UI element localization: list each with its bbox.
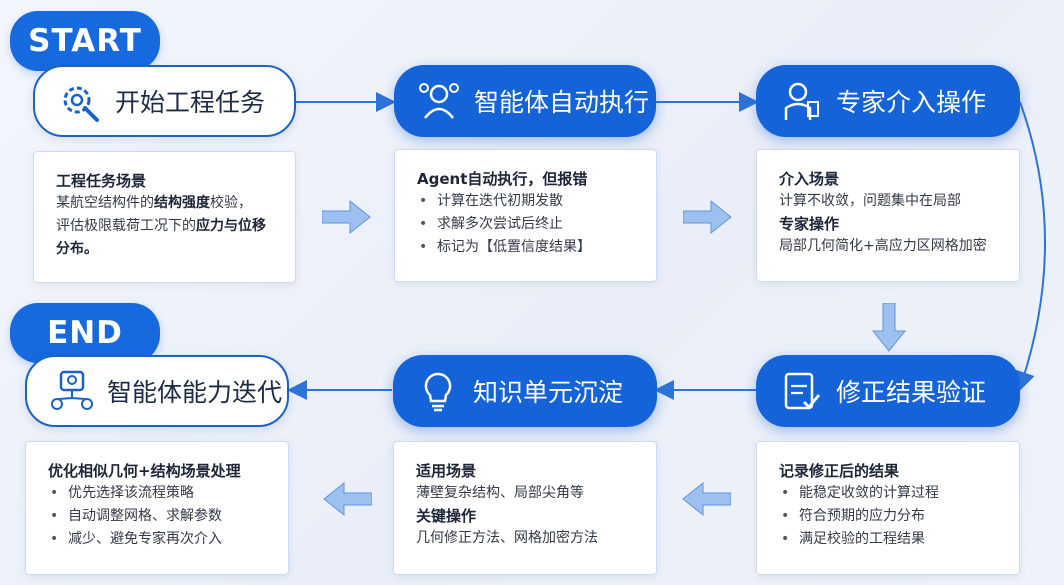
step5-header: 知识单元沉淀 bbox=[393, 355, 657, 427]
capability-icon bbox=[51, 370, 93, 410]
step6-card: 优化相似几何+结构场景处理 优先选择该流程策略 自动调整网格、求解参数 减少、避… bbox=[25, 441, 289, 575]
chevron-down-arrow bbox=[871, 303, 907, 352]
step1-card: 工程任务场景 某航空结构件的结构强度校验， 评估极限载荷工况下的应力与位移分布。 bbox=[33, 151, 296, 283]
step3-heading-2: 专家操作 bbox=[779, 215, 840, 233]
step3-header: 专家介入操作 bbox=[756, 65, 1020, 137]
step3-heading-1: 介入场景 bbox=[779, 170, 840, 188]
step3-card: 介入场景 计算不收敛，问题集中在局部 专家操作 局部几何简化+高应力区网格加密 bbox=[756, 149, 1020, 282]
step4-heading: 记录修正后的结果 bbox=[779, 462, 900, 480]
agent-icon bbox=[419, 83, 459, 119]
step6-list: 优先选择该流程策略 自动调整网格、求解参数 减少、避免专家再次介入 bbox=[48, 482, 268, 551]
list-item: 自动调整网格、求解参数 bbox=[48, 505, 268, 528]
step2-title: 智能体自动执行 bbox=[474, 88, 650, 117]
chevron-right-arrow-1 bbox=[322, 199, 371, 235]
step2-card: Agent自动执行，但报错 计算在迭代初期发散 求解多次尝试后终止 标记为【低置… bbox=[394, 149, 657, 282]
step5-heading-2: 关键操作 bbox=[416, 507, 477, 525]
step2-heading: Agent自动执行，但报错 bbox=[417, 170, 588, 188]
list-item: 求解多次尝试后终止 bbox=[417, 213, 636, 236]
expert-icon bbox=[784, 82, 819, 120]
arrow-s3-s4 bbox=[1015, 101, 1046, 392]
step3-text-2: 局部几何简化+高应力区网格加密 bbox=[779, 238, 987, 254]
step4-list: 能稳定收敛的计算过程 符合预期的应力分布 满足校验的工程结果 bbox=[779, 482, 999, 551]
step5-text-1: 薄壁复杂结构、局部尖角等 bbox=[416, 485, 584, 501]
list-item: 能稳定收敛的计算过程 bbox=[779, 482, 999, 505]
chevron-left-arrow-2 bbox=[323, 481, 372, 517]
step1-title: 开始工程任务 bbox=[115, 88, 266, 117]
step2-header: 智能体自动执行 bbox=[394, 65, 656, 137]
step5-title: 知识单元沉淀 bbox=[473, 378, 624, 407]
chevron-right-arrow-2 bbox=[683, 199, 732, 235]
step4-title: 修正结果验证 bbox=[836, 378, 987, 407]
step1-text: 某航空结构件的结构强度校验， 评估极限载荷工况下的应力与位移分布。 bbox=[56, 195, 266, 257]
list-item: 减少、避免专家再次介入 bbox=[48, 528, 268, 551]
step4-header: 修正结果验证 bbox=[756, 355, 1020, 427]
start-label: START bbox=[10, 11, 160, 71]
step6-header: 智能体能力迭代 bbox=[25, 355, 289, 427]
verify-icon bbox=[784, 372, 821, 410]
step1-heading: 工程任务场景 bbox=[56, 172, 147, 190]
gear-wrench-icon bbox=[63, 86, 99, 122]
step5-card: 适用场景 薄壁复杂结构、局部尖角等 关键操作 几何修正方法、网格加密方法 bbox=[393, 441, 657, 575]
chevron-left-arrow-1 bbox=[682, 481, 731, 517]
step6-heading: 优化相似几何+结构场景处理 bbox=[48, 462, 241, 480]
step1-header: 开始工程任务 bbox=[33, 65, 296, 137]
step4-card: 记录修正后的结果 能稳定收敛的计算过程 符合预期的应力分布 满足校验的工程结果 bbox=[756, 441, 1020, 575]
end-label: END bbox=[10, 303, 160, 363]
step2-list: 计算在迭代初期发散 求解多次尝试后终止 标记为【低置信度结果】 bbox=[417, 190, 636, 259]
step5-text-2: 几何修正方法、网格加密方法 bbox=[416, 530, 598, 546]
list-item: 优先选择该流程策略 bbox=[48, 482, 268, 505]
step5-heading-1: 适用场景 bbox=[416, 462, 477, 480]
list-item: 满足校验的工程结果 bbox=[779, 528, 999, 551]
list-item: 标记为【低置信度结果】 bbox=[417, 236, 636, 259]
step6-title: 智能体能力迭代 bbox=[107, 378, 283, 407]
list-item: 符合预期的应力分布 bbox=[779, 505, 999, 528]
step3-text-1: 计算不收敛，问题集中在局部 bbox=[779, 193, 961, 209]
list-item: 计算在迭代初期发散 bbox=[417, 190, 636, 213]
lightbulb-icon bbox=[424, 372, 452, 412]
step3-title: 专家介入操作 bbox=[836, 88, 987, 117]
